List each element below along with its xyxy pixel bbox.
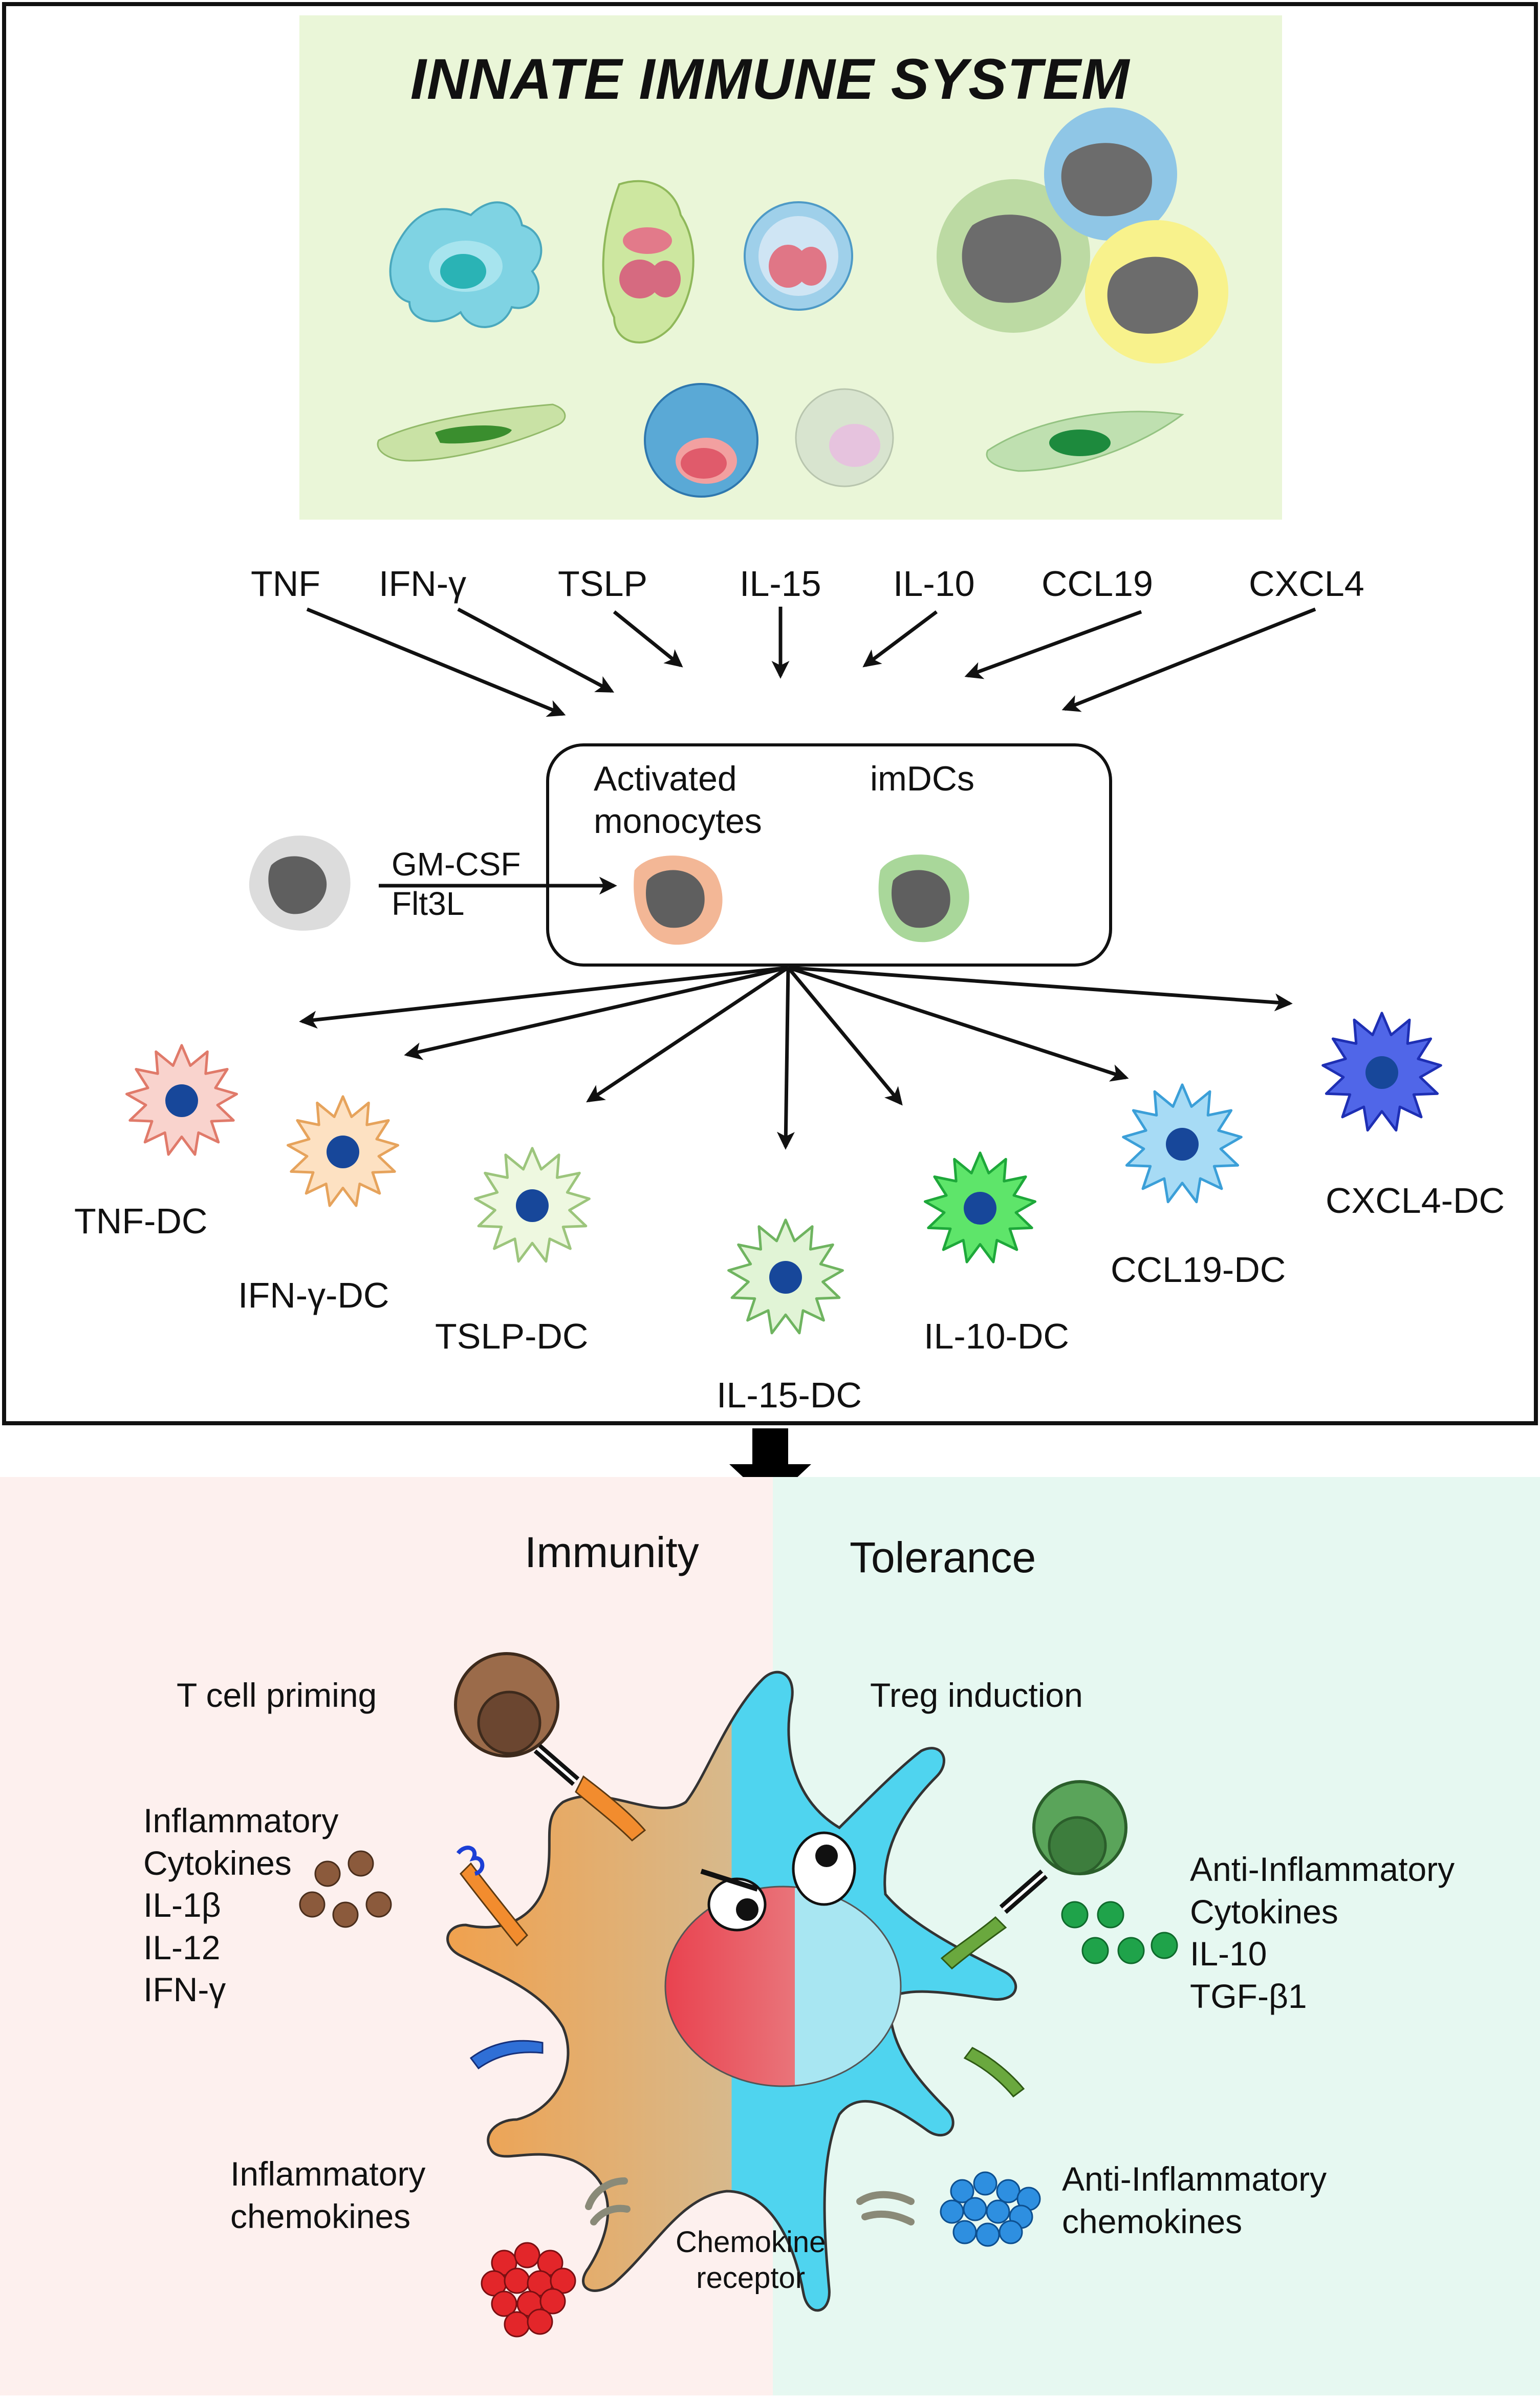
differentiation-arrows <box>299 966 1293 1150</box>
mast-cell <box>644 383 758 498</box>
tnf-dc-cell <box>125 1044 238 1156</box>
cxcl4-dc-cell <box>1321 1012 1442 1132</box>
green-receptor <box>963 2047 1025 2098</box>
inflammatory-chemokines-label: Inflammatory chemokines <box>230 2155 426 2235</box>
cxcl4-dc-cell-nucleus <box>1365 1056 1398 1089</box>
imdcs-label: imDCs <box>870 759 974 798</box>
big-down-arrow <box>729 1428 811 1503</box>
dc-label-cxcl4: CXCL4-DC <box>1326 1181 1505 1221</box>
inflammatory-cytokine-dots <box>299 1850 392 1928</box>
treg-cell <box>940 1780 1127 1970</box>
dc-subset-cells <box>125 1012 1442 1335</box>
chemokine-receptor-label: Chemokine receptor <box>676 2225 826 2295</box>
tnf-dc-cell-nucleus <box>165 1084 198 1117</box>
lymphocyte-cluster <box>937 108 1228 363</box>
cytokine-label-ifn-gamma: IFN-γ <box>379 564 467 604</box>
dc-label-il15: IL-15-DC <box>717 1375 862 1415</box>
precursor-monocyte <box>249 836 351 931</box>
cytokine-arrows <box>306 607 1316 717</box>
anti-inflammatory-cytokines-label: Anti-Inflammatory Cytokines IL-10 TGF-β1 <box>1190 1850 1455 2015</box>
treg-induction-label: Treg induction <box>870 1676 1083 1714</box>
ccl19-dc-cell-nucleus <box>1166 1128 1199 1161</box>
anti-inflammatory-cytokine-dots <box>1061 1901 1178 1964</box>
cytokine-label-tslp: TSLP <box>558 564 648 604</box>
chemokine-receptor-right <box>856 2191 915 2225</box>
cytokine-label-ccl19: CCL19 <box>1042 564 1153 604</box>
immunity-heading: Immunity <box>525 1528 699 1576</box>
dc-label-tnf: TNF-DC <box>74 1201 208 1241</box>
macrophage-cell <box>389 201 543 328</box>
dc-label-ifn-gamma: IFN-γ-DC <box>238 1275 389 1315</box>
diagram-title: INNATE IMMUNE SYSTEM <box>410 47 1130 111</box>
chemokine-receptor-left <box>585 2177 631 2225</box>
anti-inflammatory-chemokine-cluster <box>940 2171 1041 2247</box>
inflammatory-cytokines-label: Inflammatory Cytokines IL-1β IL-12 IFN-γ <box>143 1802 339 2008</box>
ccl19-dc-cell <box>1122 1083 1243 1204</box>
cytokine-label-tnf: TNF <box>251 564 321 604</box>
tslp-dc-cell <box>474 1147 591 1263</box>
neutrophil-cell <box>744 201 853 311</box>
inflammatory-chemokine-cluster <box>481 2242 576 2338</box>
t-cell <box>454 1652 646 1842</box>
main-frame <box>2 2 1538 1425</box>
il15-dc-cell-nucleus <box>769 1261 802 1294</box>
ifn-gamma-dc-cell-nucleus <box>327 1136 359 1168</box>
eosinophil-cell <box>602 180 695 344</box>
activated-monocytes-label: Activated monocytes <box>594 759 762 841</box>
cytokine-label-cxcl4: CXCL4 <box>1249 564 1364 604</box>
small-grey-cell <box>795 388 894 487</box>
il15-dc-cell <box>727 1218 844 1335</box>
tslp-dc-cell-nucleus <box>516 1189 549 1222</box>
central-dendritic-cell <box>446 1671 1017 2312</box>
t-cell-priming-label: T cell priming <box>177 1676 377 1714</box>
anti-inflammatory-chemokines-label: Anti-Inflammatory chemokines <box>1062 2160 1327 2240</box>
activated-monocyte-cell <box>634 855 723 945</box>
cytokine-label-il10: IL-10 <box>893 564 975 604</box>
blue-receptor <box>469 2040 544 2070</box>
cytokine-label-il15: IL-15 <box>740 564 821 604</box>
tolerance-heading: Tolerance <box>850 1533 1036 1581</box>
pattern-receptor <box>456 1846 529 1947</box>
il10-dc-cell-nucleus <box>964 1192 996 1225</box>
growth-factors-label: GM-CSF Flt3L <box>392 846 521 922</box>
ifn-gamma-dc-cell <box>287 1095 399 1207</box>
dc-label-tslp: TSLP-DC <box>435 1316 589 1356</box>
il10-dc-cell <box>924 1151 1036 1264</box>
dc-label-il10: IL-10-DC <box>924 1316 1069 1356</box>
fibroblast-cell <box>377 403 566 462</box>
endothelial-cell <box>986 411 1184 472</box>
imdc-cell <box>878 854 969 943</box>
dc-label-ccl19: CCL19-DC <box>1111 1250 1286 1290</box>
